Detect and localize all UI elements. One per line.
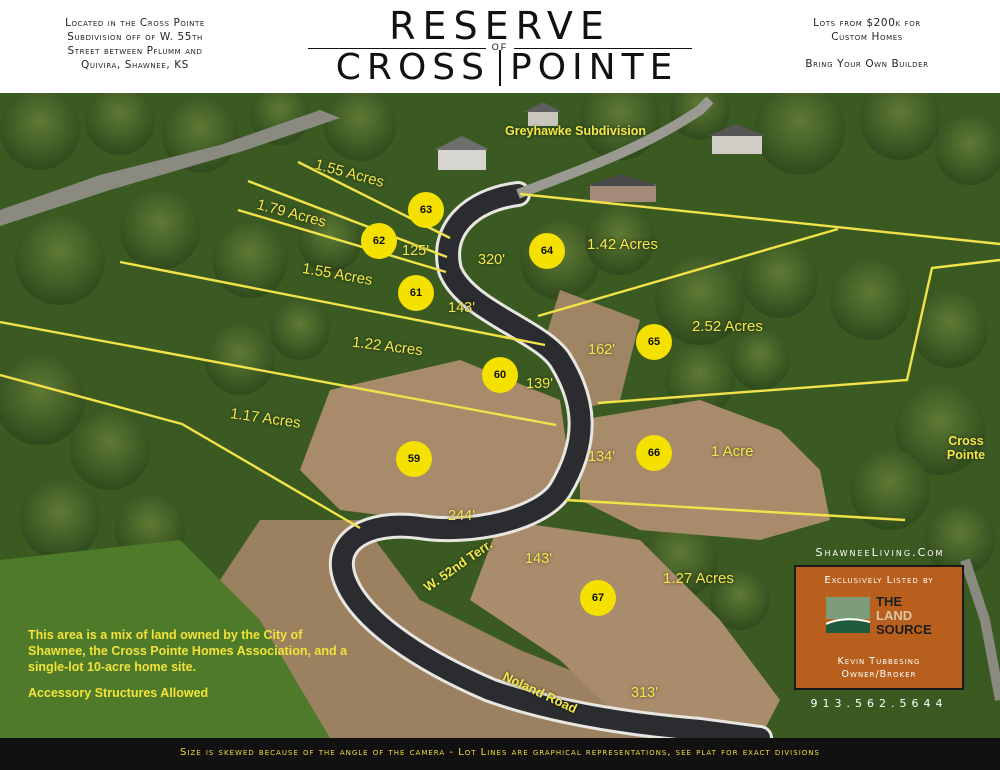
lot-61-marker[interactable]: 61 <box>398 275 434 311</box>
location-description: Located in the Cross Pointe Subdivision … <box>20 16 250 72</box>
connector-road <box>516 96 714 199</box>
logo-divider <box>499 50 501 86</box>
cleared-lot-area <box>470 520 780 738</box>
accessory-structures-note: Accessory Structures Allowed <box>28 686 209 700</box>
price-info: Lots from $200k for Custom Homes Bring Y… <box>752 16 982 71</box>
aerial-illustration <box>0 93 1000 738</box>
agent-title: Owner/Broker <box>841 669 917 680</box>
agent-name: Kevin Tubbesing <box>837 656 921 667</box>
lot-65-marker[interactable]: 65 <box>636 324 672 360</box>
land-source-logo-icon <box>825 597 871 633</box>
logo-land: LAND <box>876 608 913 623</box>
frontage-label: 134' <box>588 449 615 465</box>
lot-line <box>597 258 1000 405</box>
logo-rule-left <box>308 48 486 49</box>
frontage-label: 320' <box>478 252 505 268</box>
land-source-wordmark: THE LAND SOURCE <box>876 595 932 637</box>
frontage-label: 244' <box>448 508 475 524</box>
greyhawke-label: Greyhawke Subdivision <box>505 124 647 138</box>
frontage-label: 313' <box>631 685 658 701</box>
land-source-logo: THE LAND SOURCE <box>825 595 936 643</box>
lot-line <box>0 320 557 427</box>
cross-pointe-label: Cross Pointe <box>940 434 992 462</box>
exclusively-listed-label: Exclusively Listed by <box>824 575 934 586</box>
lot-line <box>519 192 1000 246</box>
website-link[interactable]: ShawneeLiving.Com <box>815 546 945 559</box>
lot-line <box>537 227 839 318</box>
land-notes: This area is a mix of land owned by the … <box>28 627 358 701</box>
logo-the: THE <box>876 594 902 609</box>
frontage-label: 162' <box>588 342 615 358</box>
cross-pointe-label-line: Pointe <box>946 448 986 462</box>
lot-line <box>119 260 546 347</box>
location-line: Street between Pflumm and <box>67 45 203 57</box>
frontage-label: 125' <box>402 243 429 259</box>
logo-rule-right <box>514 48 692 49</box>
phone-number[interactable]: 913.562.5644 <box>810 697 948 710</box>
road-asphalt <box>331 184 770 738</box>
lot-lines <box>0 160 1000 530</box>
frontage-label: 143' <box>448 300 475 316</box>
logo-reserve: RESERVE <box>389 4 611 48</box>
price-line: Custom Homes <box>831 31 903 43</box>
logo-pointe: POINTE <box>510 47 679 88</box>
lot-66-marker[interactable]: 66 <box>636 435 672 471</box>
lot-62-marker[interactable]: 62 <box>361 223 397 259</box>
lot-66-acres: 1 Acre <box>711 443 754 460</box>
lot-64-acres: 1.42 Acres <box>587 236 658 253</box>
header: Located in the Cross Pointe Subdivision … <box>0 0 1000 93</box>
logo-cross: CROSS <box>335 47 490 88</box>
logo-source: SOURCE <box>876 622 932 637</box>
disclaimer-footer: Size is skewed because of the angle of t… <box>0 738 1000 770</box>
lot-line <box>237 208 447 274</box>
price-line: Lots from $200k for <box>813 17 921 29</box>
lot-line <box>0 373 361 530</box>
lot-65-acres: 2.52 Acres <box>692 318 763 335</box>
lot-64-marker[interactable]: 64 <box>529 233 565 269</box>
agent-info: Kevin Tubbesing Owner/Broker <box>796 655 962 681</box>
side-road <box>960 558 1000 701</box>
frontage-label: 139' <box>526 376 553 392</box>
builder-line: Bring Your Own Builder <box>805 58 929 70</box>
land-ownership-note: This area is a mix of land owned by the … <box>28 628 348 674</box>
aerial-site-map <box>0 93 1000 738</box>
cleared-lot-area <box>180 520 760 738</box>
location-line: Quivira, Shawnee, KS <box>81 59 189 71</box>
logo-of: OF <box>491 42 509 52</box>
cleared-lot-area <box>300 360 570 520</box>
broker-card: Exclusively Listed by THE LAND SOURCE Ke… <box>794 565 964 690</box>
reserve-cross-pointe-logo: RESERVE OF CROSS POINTE <box>300 4 700 92</box>
lot-67-marker[interactable]: 67 <box>580 580 616 616</box>
location-line: Subdivision off of W. 55th <box>67 31 203 43</box>
lot-line <box>565 498 906 522</box>
lawn-area <box>0 540 330 738</box>
location-line: Located in the Cross Pointe <box>65 17 205 29</box>
lot-59-marker[interactable]: 59 <box>396 441 432 477</box>
lot-63-marker[interactable]: 63 <box>408 192 444 228</box>
lot-line <box>247 179 448 259</box>
lot-60-marker[interactable]: 60 <box>482 357 518 393</box>
cross-pointe-label-line: Cross <box>948 434 984 448</box>
frontage-label: 143' <box>525 551 552 567</box>
houses <box>434 102 766 202</box>
lot-67-acres: 1.27 Acres <box>663 570 734 587</box>
highway <box>0 110 340 226</box>
